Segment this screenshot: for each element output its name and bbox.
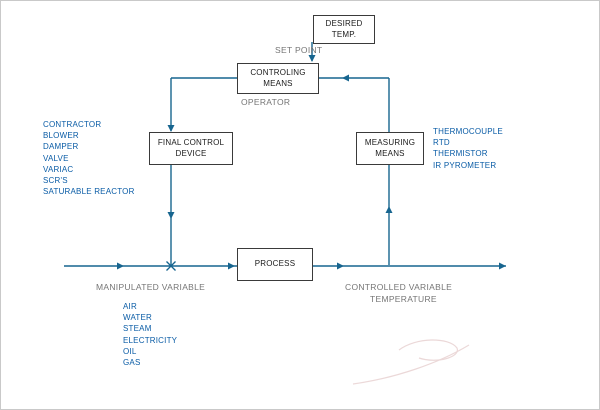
- final-control-examples-list: CONTRACTOR BLOWER DAMPER VALVE VARIAC SC…: [43, 119, 135, 197]
- list-item: DAMPER: [43, 142, 79, 152]
- arrowhead-down-icon: [308, 55, 316, 62]
- list-item: IR PYROMETER: [433, 160, 497, 170]
- controlling-means-line1: CONTROLING: [250, 68, 306, 78]
- list-item: VARIAC: [43, 164, 74, 174]
- junction-x-mark: [166, 261, 176, 271]
- final-control-device-line2: DEVICE: [175, 148, 207, 158]
- arrowhead-down-icon: [167, 212, 175, 219]
- measuring-means-box: MEASURING MEANS: [356, 132, 424, 165]
- arrowhead-down-icon: [167, 125, 175, 132]
- desired-temp-box: DESIRED TEMP.: [313, 15, 375, 44]
- arrowhead-up-icon: [385, 206, 393, 213]
- list-item: AIR: [123, 302, 137, 311]
- process-label: PROCESS: [254, 259, 296, 269]
- list-item: VALVE: [43, 153, 69, 163]
- list-item: OIL: [123, 346, 137, 356]
- list-item: SATURABLE REACTOR: [43, 187, 135, 197]
- temperature-label: TEMPERATURE: [370, 294, 437, 304]
- controlling-means-line2: MEANS: [263, 78, 293, 88]
- manipulated-examples-list: AIR WATER STEAM ELECTRICITY OIL GAS: [123, 301, 177, 368]
- watermark-mark: [352, 339, 470, 385]
- watermark-stroke: [352, 344, 470, 385]
- process-box: PROCESS: [237, 248, 313, 281]
- controlling-means-box: CONTROLING MEANS: [237, 63, 319, 94]
- list-item: THERMOCOUPLE: [433, 127, 503, 136]
- list-item: GAS: [123, 358, 141, 368]
- list-item: STEAM: [123, 324, 152, 334]
- list-item: CONTRACTOR: [43, 120, 102, 129]
- measuring-means-line1: MEASURING: [364, 138, 416, 148]
- arrowheads: [117, 55, 506, 270]
- arrowhead-left-icon: [342, 74, 349, 82]
- arrowhead-right-icon: [337, 262, 344, 270]
- desired-temp-line1: DESIRED: [325, 19, 363, 29]
- operator-label: OPERATOR: [241, 97, 291, 107]
- list-item: WATER: [123, 313, 152, 323]
- arrowhead-right-icon: [117, 262, 124, 270]
- arrowhead-right-icon: [499, 262, 506, 270]
- desired-temp-line2: TEMP.: [331, 29, 357, 39]
- measuring-means-line2: MEANS: [375, 148, 405, 158]
- list-item: THERMISTOR: [433, 149, 488, 159]
- list-item: SCR'S: [43, 176, 68, 186]
- junction-stroke: [166, 261, 176, 271]
- final-control-device-box: FINAL CONTROL DEVICE: [149, 132, 233, 165]
- final-control-device-line1: FINAL CONTROL: [157, 138, 225, 148]
- list-item: RTD: [433, 138, 450, 148]
- list-item: ELECTRICITY: [123, 335, 178, 345]
- manipulated-variable-label: MANIPULATED VARIABLE: [96, 282, 206, 292]
- arrowhead-right-icon: [228, 262, 235, 270]
- set-point-label: SET POINT: [275, 45, 323, 55]
- measuring-examples-list: THERMOCOUPLE RTD THERMISTOR IR PYROMETER: [433, 126, 503, 171]
- watermark-stroke: [398, 339, 458, 361]
- controlled-variable-label: CONTROLLED VARIABLE: [345, 282, 453, 292]
- list-item: BLOWER: [43, 131, 79, 141]
